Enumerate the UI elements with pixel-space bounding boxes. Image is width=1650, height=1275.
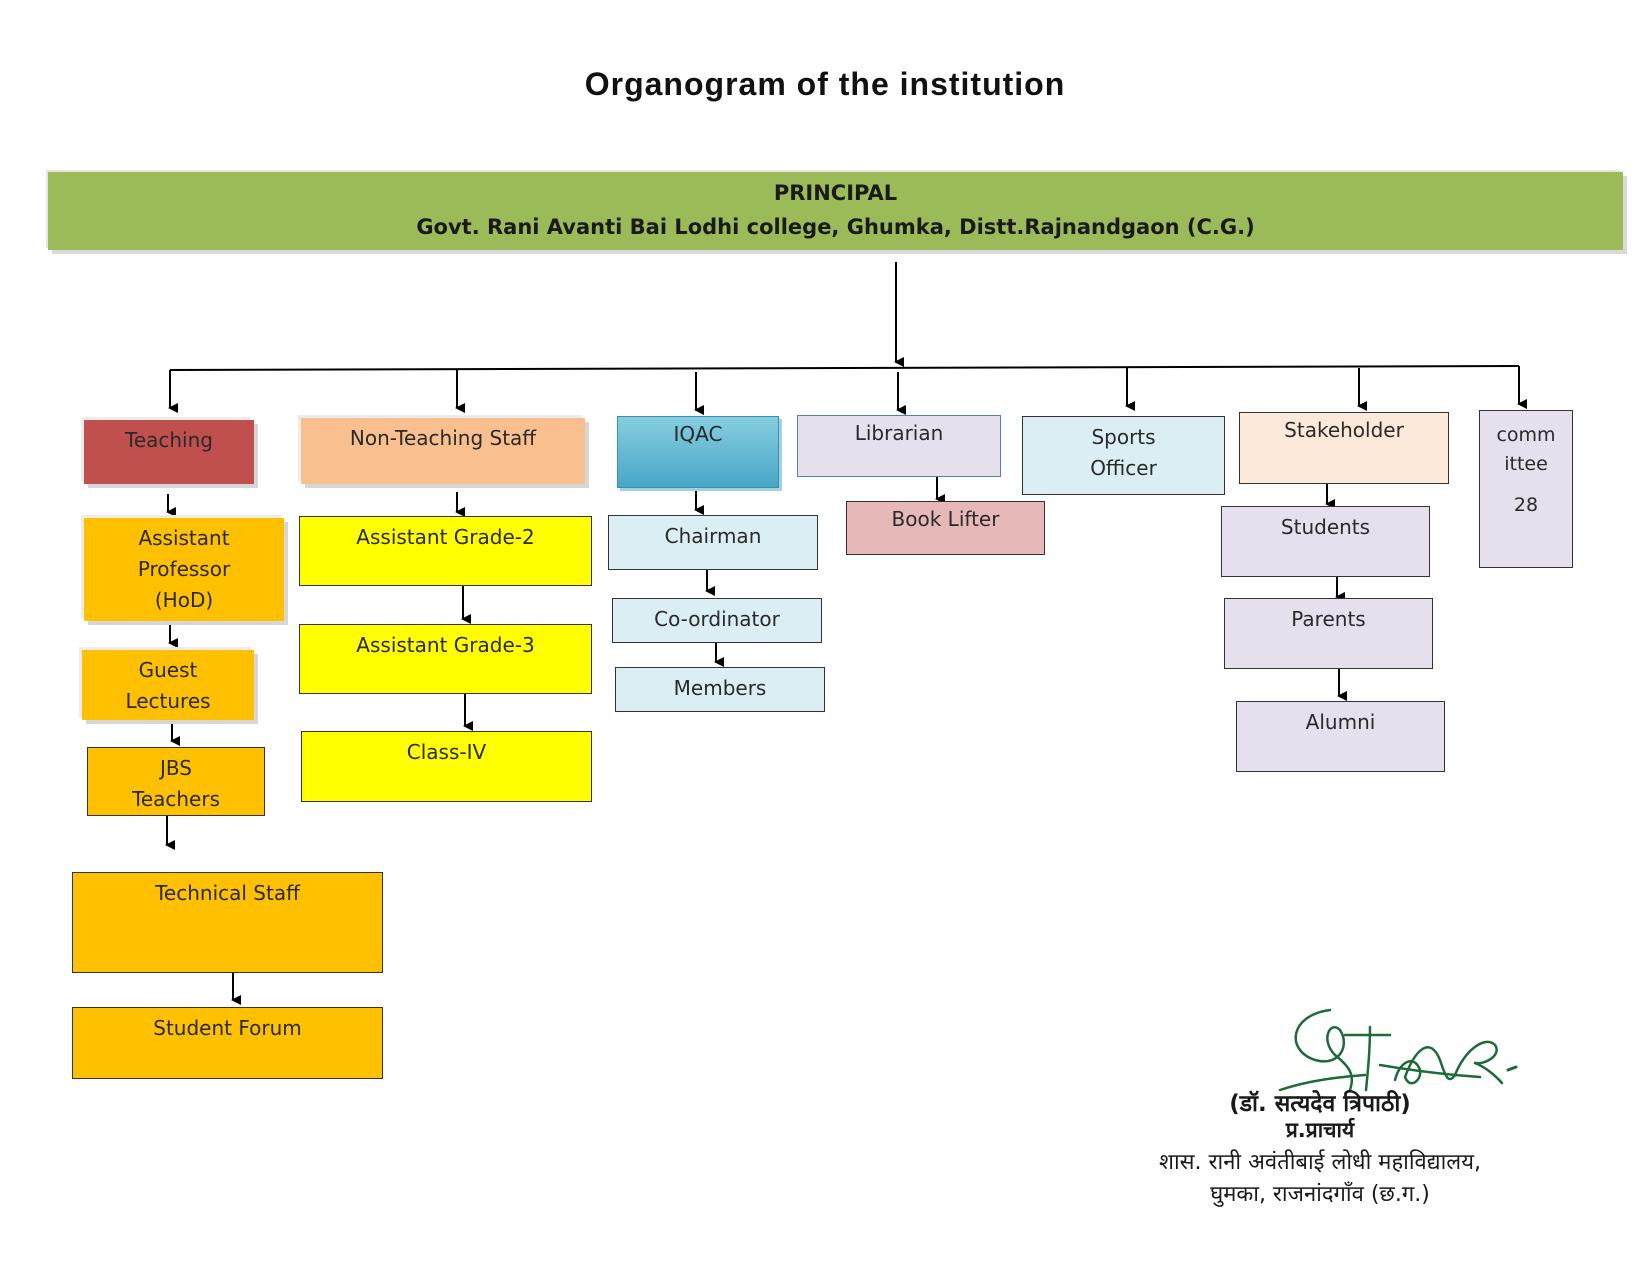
page-title: Organogram of the institution — [584, 66, 1066, 102]
iqac-label: IQAC — [673, 422, 723, 446]
signatory-name: (डॉ. सत्यदेव त्रिपाठी) — [1229, 1091, 1411, 1117]
non-teaching-staff-label: Non-Teaching Staff — [349, 426, 537, 450]
signatory-designation: प्र.प्राचार्य — [1285, 1118, 1355, 1142]
jbs-teachers-box: JBS Teachers — [87, 747, 265, 816]
signatory-place: घुमका, राजनांदगाँव (छ.ग.) — [1210, 1182, 1430, 1207]
guest-lectures-box: Guest Lectures — [82, 650, 254, 720]
assistant-grade-2-label: Assistant Grade-2 — [356, 525, 535, 549]
assistant-professor-line2: Professor — [137, 557, 231, 581]
assistant-grade-3-label: Assistant Grade-3 — [356, 633, 535, 657]
teaching-box: Teaching — [84, 420, 254, 484]
principal-box: PRINCIPAL Govt. Rani Avanti Bai Lodhi co… — [48, 172, 1623, 250]
alumni-box: Alumni — [1236, 701, 1445, 772]
parents-label: Parents — [1291, 607, 1366, 631]
alumni-label: Alumni — [1305, 710, 1376, 734]
assistant-professor-box: Assistant Professor (HoD) — [84, 518, 284, 621]
student-forum-box: Student Forum — [72, 1007, 383, 1079]
assistant-professor-line1: Assistant — [138, 526, 230, 550]
guest-lectures-line1: Guest — [138, 658, 198, 682]
assistant-grade-2-box: Assistant Grade-2 — [299, 516, 592, 586]
students-box: Students — [1221, 506, 1430, 577]
committee-line2: ittee — [1504, 453, 1548, 475]
jbs-teachers-line1: JBS — [160, 756, 192, 780]
assistant-grade-3-box: Assistant Grade-3 — [299, 624, 592, 694]
principal-title: PRINCIPAL — [773, 181, 898, 205]
librarian-box: Librarian — [797, 415, 1001, 477]
students-label: Students — [1280, 515, 1371, 539]
technical-staff-label: Technical Staff — [155, 881, 300, 905]
teaching-label: Teaching — [125, 428, 213, 452]
iqac-box: IQAC — [617, 416, 779, 488]
signature-image — [1278, 1008, 1518, 1092]
members-label: Members — [673, 676, 767, 700]
student-forum-label: Student Forum — [153, 1016, 302, 1040]
book-lifter-label: Book Lifter — [891, 507, 1000, 531]
assistant-professor-line3: (HoD) — [154, 588, 214, 612]
sports-officer-line1: Sports — [1091, 425, 1156, 449]
stakeholder-box: Stakeholder — [1239, 412, 1449, 484]
committee-count: 28 — [1513, 494, 1539, 516]
chairman-box: Chairman — [608, 515, 818, 570]
committee-box: comm ittee 28 — [1479, 410, 1573, 568]
book-lifter-box: Book Lifter — [846, 501, 1045, 555]
non-teaching-staff-box: Non-Teaching Staff — [301, 418, 585, 484]
coordinator-box: Co-ordinator — [612, 598, 822, 643]
chairman-label: Chairman — [664, 524, 762, 548]
stakeholder-label: Stakeholder — [1284, 418, 1404, 442]
committee-line1: comm — [1496, 424, 1556, 446]
parents-box: Parents — [1224, 598, 1433, 669]
signatory-institution: शास. रानी अवंतीबाई लोधी महाविद्यालय, — [1159, 1150, 1481, 1175]
class-iv-box: Class-IV — [301, 731, 592, 802]
class-iv-label: Class-IV — [406, 740, 487, 764]
guest-lectures-line2: Lectures — [125, 689, 211, 713]
sports-officer-line2: Officer — [1090, 456, 1157, 480]
librarian-label: Librarian — [854, 421, 944, 445]
principal-college: Govt. Rani Avanti Bai Lodhi college, Ghu… — [416, 215, 1255, 239]
coordinator-label: Co-ordinator — [654, 607, 780, 631]
sports-officer-box: Sports Officer — [1022, 416, 1225, 495]
technical-staff-box: Technical Staff — [72, 872, 383, 973]
jbs-teachers-line2: Teachers — [132, 787, 220, 811]
members-box: Members — [615, 667, 825, 712]
